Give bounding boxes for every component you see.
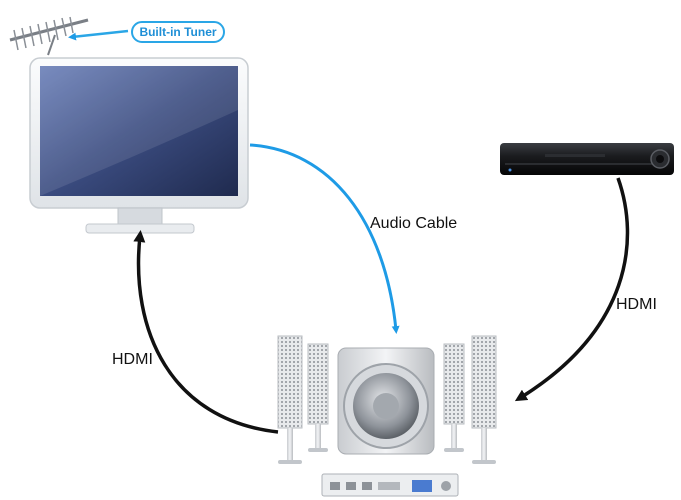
bluray-player-icon [500, 143, 674, 175]
hdmi-left-label: HDMI [112, 351, 153, 368]
antenna-icon [9, 16, 89, 56]
audio-cable-label: Audio Cable [370, 215, 458, 232]
receiver-icon [321, 473, 459, 497]
home-theater-speakers-icon [277, 335, 497, 464]
hdmi-right-label: HDMI [616, 296, 657, 313]
tuner-pointer-arrow [68, 29, 129, 41]
hdmi-player-to-speakers-arrow [514, 177, 630, 402]
hdmi-speakers-to-tv-arrow [133, 230, 279, 434]
audio-cable-arrow [249, 143, 400, 334]
built-in-tuner-label: Built-in Tuner [131, 21, 225, 43]
tv-monitor-icon [29, 57, 249, 234]
